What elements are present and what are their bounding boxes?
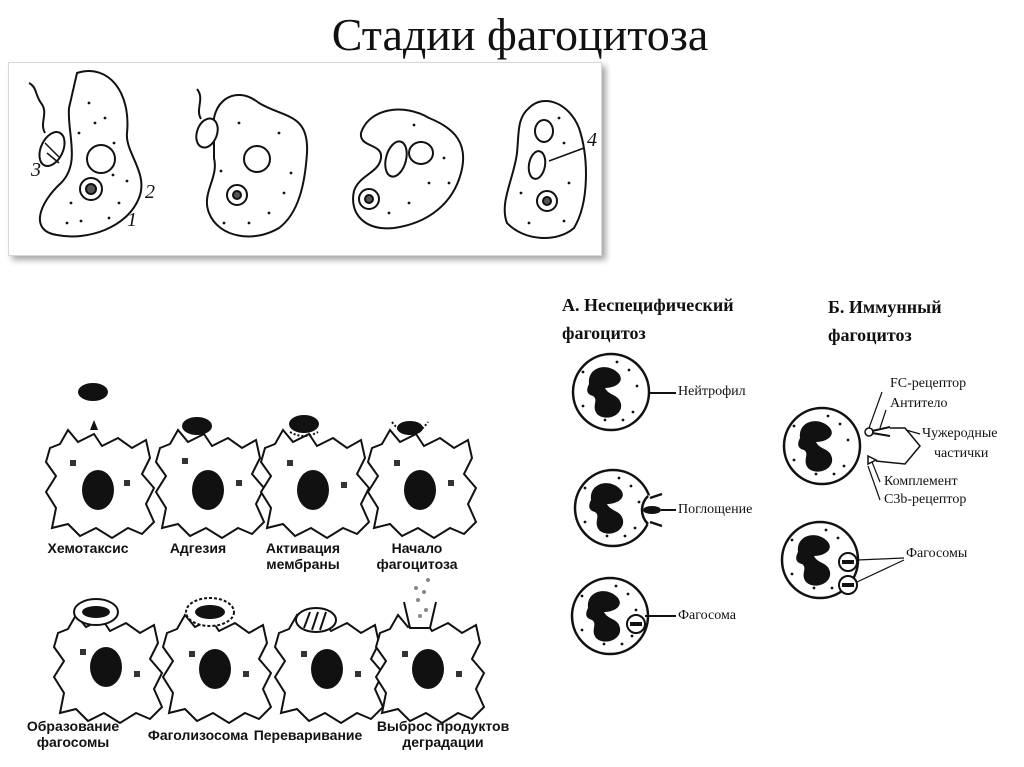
stage-cell-phagolysosome xyxy=(162,614,272,724)
label-phagosomes: Фагосомы xyxy=(906,546,968,561)
stage-label-debris-release: Выброс продуктов деградации xyxy=(376,718,510,750)
stage-cell-activation xyxy=(260,429,370,539)
stage-cell-engulf-start xyxy=(367,429,477,539)
amoeba-stage-2 xyxy=(195,88,309,238)
stage-label-phagocytosis-start: Начало фагоцитоза xyxy=(376,540,458,572)
arrow-chemotaxis xyxy=(90,420,98,430)
stage-cell-debris-release xyxy=(375,614,485,724)
section-b-heading-line1: Б. Иммунный xyxy=(828,297,942,317)
particle-chemotaxis xyxy=(78,383,108,401)
stage-label-membrane-activation: Активация мембраны xyxy=(265,540,341,572)
amoeba-stage-3 xyxy=(352,108,465,230)
stage-label-adhesion: Адгезия xyxy=(169,540,227,556)
stage-label-digestion: Переваривание xyxy=(253,727,363,743)
label-antibody: Антитело xyxy=(890,396,948,411)
label-number-3: 3 xyxy=(31,159,41,181)
label-c3b-receptor: C3b-рецептор xyxy=(884,492,967,507)
label-number-1: 1 xyxy=(127,209,137,231)
label-number-4: 4 xyxy=(587,129,597,151)
label-foreign-particles-1: Чужеродные xyxy=(922,426,998,441)
immune-phagosomes-cell xyxy=(780,520,860,600)
label-number-2: 2 xyxy=(145,181,155,203)
neutrophil-cell xyxy=(571,352,651,432)
stage-label-phagolysosome: Фаголизосома xyxy=(147,727,249,743)
label-foreign-particles-2: частички xyxy=(934,446,989,461)
stage-cell-adhesion xyxy=(155,429,265,539)
stage-cell-chemotaxis xyxy=(45,429,155,539)
particle-engulf-start xyxy=(397,421,423,435)
section-b-heading-line2: фагоцитоз xyxy=(828,325,912,345)
stage-cell-digestion xyxy=(274,614,384,724)
particle-activation xyxy=(289,415,319,433)
amoeba-stage-1 xyxy=(28,70,143,238)
amoeba-stages-drawing xyxy=(28,70,587,240)
label-engulfment: Поглощение xyxy=(678,502,753,517)
engulfment-cell xyxy=(573,468,653,548)
label-complement: Комплемент xyxy=(884,474,958,489)
label-neutrophil: Нейтрофил xyxy=(678,384,746,399)
phagosome-cell xyxy=(570,576,650,656)
stage-cell-phagosome-formation xyxy=(53,614,163,724)
immune-phagocyte-cell xyxy=(782,406,862,486)
particle-adhesion xyxy=(182,417,212,435)
label-fc-receptor: FC-рецептор xyxy=(890,376,967,391)
section-a-heading-line2: фагоцитоз xyxy=(562,323,646,343)
amoeba-stages-panel: 1 2 3 4 xyxy=(8,62,602,256)
section-a-heading-line1: А. Неспецифический xyxy=(562,295,734,315)
stage-label-phagosome-formation: Образование фагосомы xyxy=(26,718,120,750)
label-phagosome: Фагосома xyxy=(678,608,736,623)
page-title: Стадии фагоцитоза xyxy=(331,9,709,60)
stage-label-chemotaxis: Хемотаксис xyxy=(47,540,129,556)
amoeba-stage-4 xyxy=(503,99,587,240)
